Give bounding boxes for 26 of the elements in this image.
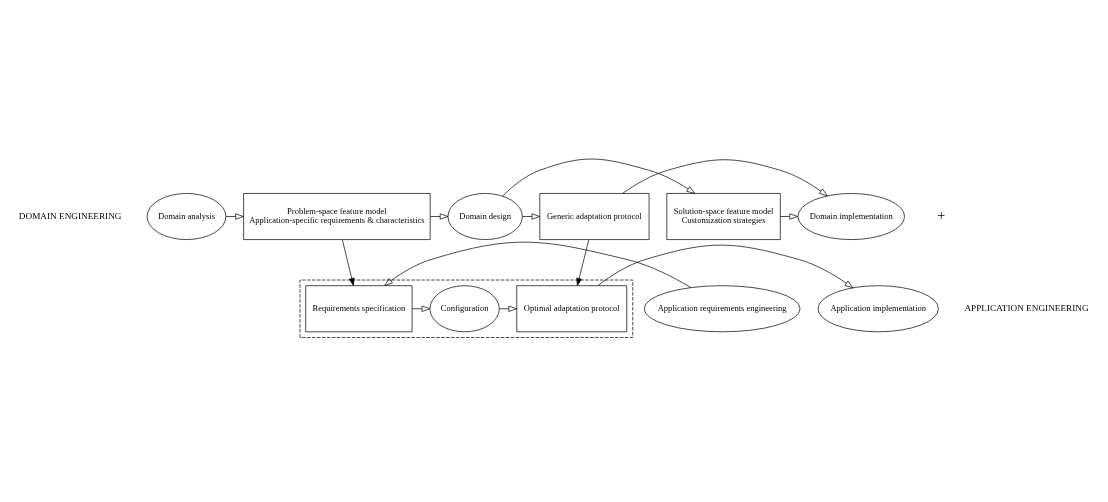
arrow	[411, 305, 431, 312]
arrow	[597, 244, 854, 289]
label: APPLICATION ENGINEERING	[964, 303, 1089, 314]
node-ellipse: Domain analysis	[146, 193, 227, 240]
arrow	[780, 213, 798, 220]
node-ellipse: Domain implementation	[797, 193, 905, 240]
arrow	[521, 213, 541, 220]
node-box: Problem-space feature model Application-specific requirements & characteristics	[243, 193, 431, 240]
node-box: Solution-space feature model Customization strategies	[666, 193, 781, 240]
node-box: Requirements specification	[305, 285, 413, 333]
node-ellipse: Domain design	[447, 193, 523, 240]
arrow	[430, 213, 449, 220]
arrow	[499, 305, 517, 312]
label: DOMAIN ENGINEERING	[18, 210, 122, 221]
arrow	[502, 158, 696, 197]
arrow	[622, 159, 828, 197]
node-ellipse: Application requirements engineering	[643, 285, 801, 333]
arrow	[576, 239, 590, 286]
node-box: Optimal adaptation protocol	[516, 285, 628, 333]
node-ellipse: Application implementation	[817, 285, 939, 333]
arrow	[225, 213, 244, 220]
arrow	[342, 239, 355, 286]
node-ellipse: Configuration	[429, 285, 500, 333]
arrow	[384, 241, 692, 288]
node-box: Generic adaptation protocol	[539, 193, 650, 240]
label: +	[937, 207, 946, 224]
